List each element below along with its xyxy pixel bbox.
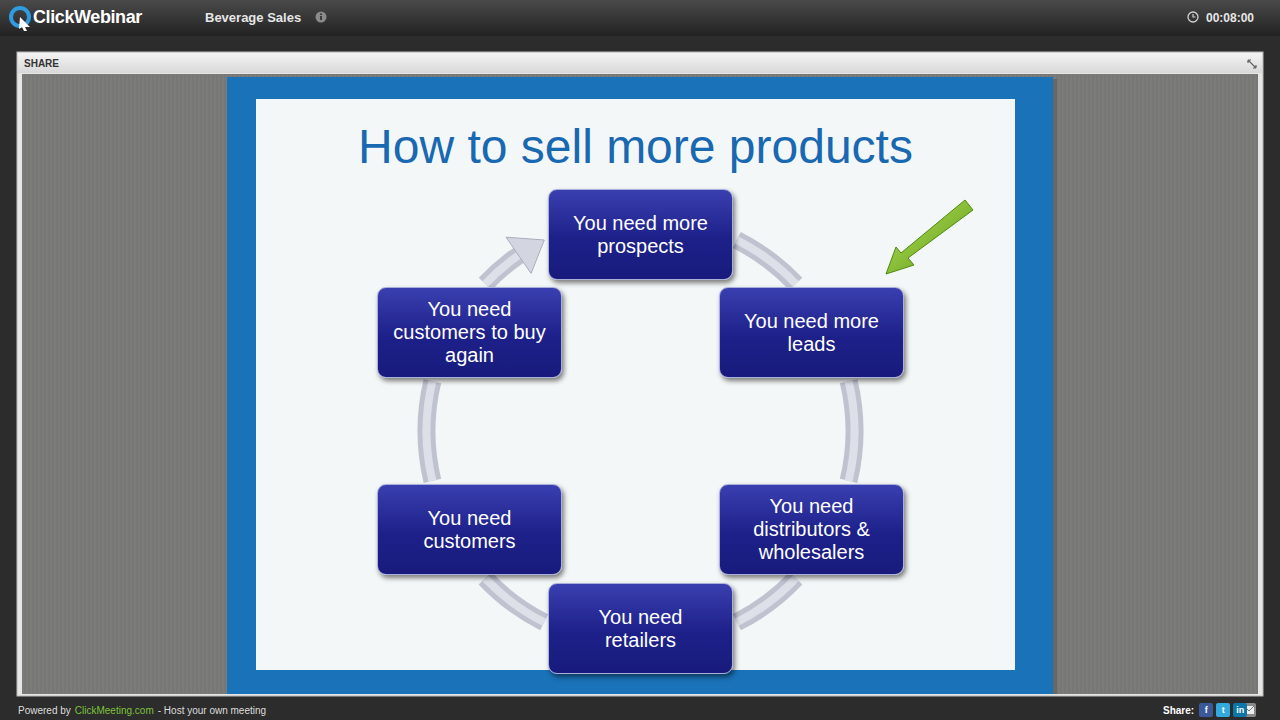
meeting-title: Beverage Sales (205, 10, 301, 25)
cycle-arc (427, 381, 433, 481)
footer-bar: Powered by ClickMeeting.com - Host your ow… (18, 703, 266, 717)
pointer-arrow (886, 200, 973, 274)
footer-text: Powered by (18, 705, 71, 716)
cycle-step-box: You need customers (377, 484, 562, 575)
footer-text: - Host your own meeting (158, 705, 266, 716)
logo-icon (11, 8, 30, 31)
expand-icon (1248, 60, 1256, 68)
step-text: You need more prospects (561, 212, 720, 258)
timer: 00:08:00 (1206, 11, 1254, 25)
twitter-icon: t (1216, 703, 1230, 717)
slide-title: How to sell more products (256, 118, 1015, 176)
cycle-step-box: You need more leads (719, 287, 904, 378)
cycle-step-box: You need more prospects (548, 189, 733, 280)
top-bar (0, 0, 1280, 36)
step-text: You need distributors & wholesalers (732, 495, 891, 564)
cycle-arc (737, 578, 796, 622)
page-ground (0, 36, 1280, 720)
step-text: You need customers to buy again (390, 298, 549, 367)
step-text: You need retailers (561, 606, 720, 652)
step-text: You need more leads (732, 310, 891, 356)
footer-link: ClickMeeting.com (75, 705, 154, 716)
cycle-step-box: You need retailers (548, 583, 733, 674)
cycle-arc (737, 240, 796, 284)
facebook-icon: f (1199, 703, 1213, 717)
info-icon (316, 12, 327, 23)
panel-title: SHARE (24, 58, 59, 69)
panel-header (18, 53, 1262, 73)
cycle-arc (849, 381, 855, 481)
cycle-arc (485, 237, 544, 284)
app-logo-text: ClickWebinar (33, 7, 142, 28)
share-panel (17, 52, 1263, 696)
linkedin-icon: in (1233, 703, 1247, 717)
clock-icon (1188, 12, 1198, 22)
step-text: You need customers (390, 507, 549, 553)
cycle-step-box: You need customers to buy again (377, 287, 562, 378)
cycle-step-box: You need distributors & wholesalers (719, 484, 904, 575)
share-label: Share: (1163, 705, 1194, 716)
content-area (22, 74, 1258, 694)
slide-frame (227, 77, 1053, 694)
cycle-arc (485, 578, 544, 622)
share-bar: Share: ftin (1163, 703, 1247, 717)
